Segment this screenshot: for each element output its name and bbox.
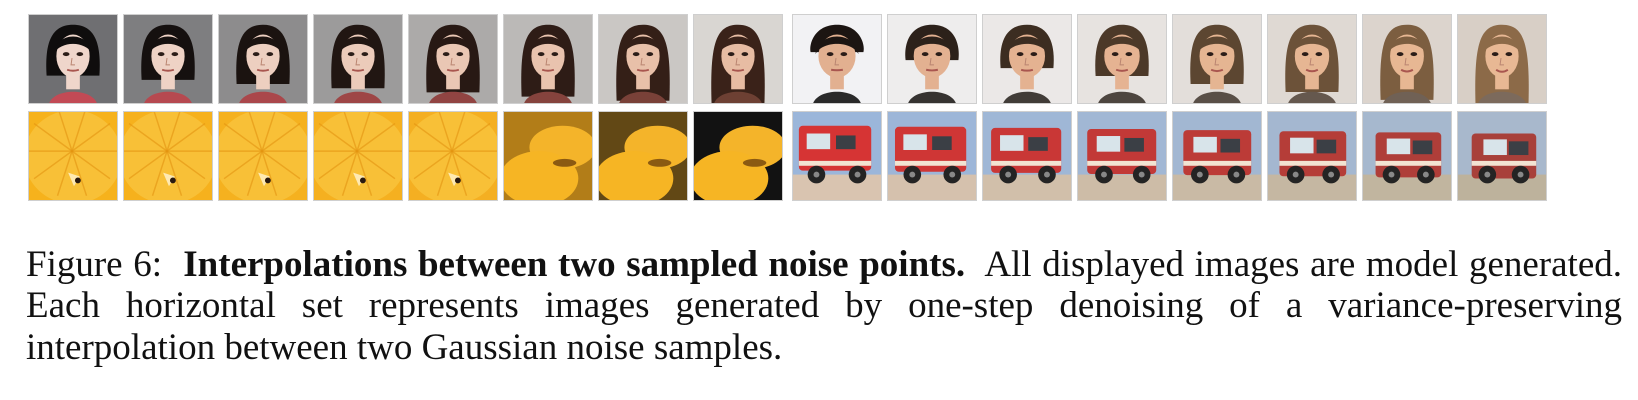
orange-thumbnail bbox=[313, 111, 403, 201]
vehicle-thumbnail bbox=[1362, 111, 1452, 201]
orange-thumbnail bbox=[598, 111, 688, 201]
faces-b-thumbnail bbox=[1077, 14, 1167, 104]
orange-thumbnail bbox=[28, 111, 118, 201]
faces-b-thumbnail bbox=[792, 14, 882, 104]
vehicle-thumbnail bbox=[1172, 111, 1262, 201]
faces-b-thumbnail bbox=[1172, 14, 1262, 104]
faces-a-thumbnail bbox=[408, 14, 498, 104]
caption-body: All displayed images are model generated… bbox=[26, 244, 1623, 368]
faces-b-thumbnail bbox=[1267, 14, 1357, 104]
orange-thumbnail bbox=[503, 111, 593, 201]
vehicle-thumbnail bbox=[887, 111, 977, 201]
faces-a-thumbnail bbox=[693, 14, 783, 104]
faces-b-thumbnail bbox=[982, 14, 1072, 104]
vehicle-thumbnail bbox=[1267, 111, 1357, 201]
faces-a-thumbnail bbox=[598, 14, 688, 104]
figure-caption: Figure 6: Interpolations between two sam… bbox=[26, 244, 1622, 368]
vehicle-thumbnail bbox=[1077, 111, 1167, 201]
caption-prefix: Figure 6: bbox=[26, 244, 163, 285]
faces-a-thumbnail bbox=[28, 14, 118, 104]
vehicle-thumbnail bbox=[792, 111, 882, 201]
faces-a-thumbnail bbox=[123, 14, 213, 104]
orange-thumbnail bbox=[693, 111, 783, 201]
orange-thumbnail bbox=[408, 111, 498, 201]
orange-thumbnail bbox=[123, 111, 213, 201]
faces-b-thumbnail bbox=[1457, 14, 1547, 104]
faces-a-thumbnail bbox=[503, 14, 593, 104]
caption-title: Interpolations between two sampled noise… bbox=[183, 244, 966, 285]
vehicle-thumbnail bbox=[1457, 111, 1547, 201]
faces-a-thumbnail bbox=[218, 14, 308, 104]
interpolation-grid bbox=[28, 14, 1547, 201]
vehicle-thumbnail bbox=[982, 111, 1072, 201]
faces-a-thumbnail bbox=[313, 14, 403, 104]
faces-b-thumbnail bbox=[1362, 14, 1452, 104]
orange-thumbnail bbox=[218, 111, 308, 201]
faces-b-thumbnail bbox=[887, 14, 977, 104]
